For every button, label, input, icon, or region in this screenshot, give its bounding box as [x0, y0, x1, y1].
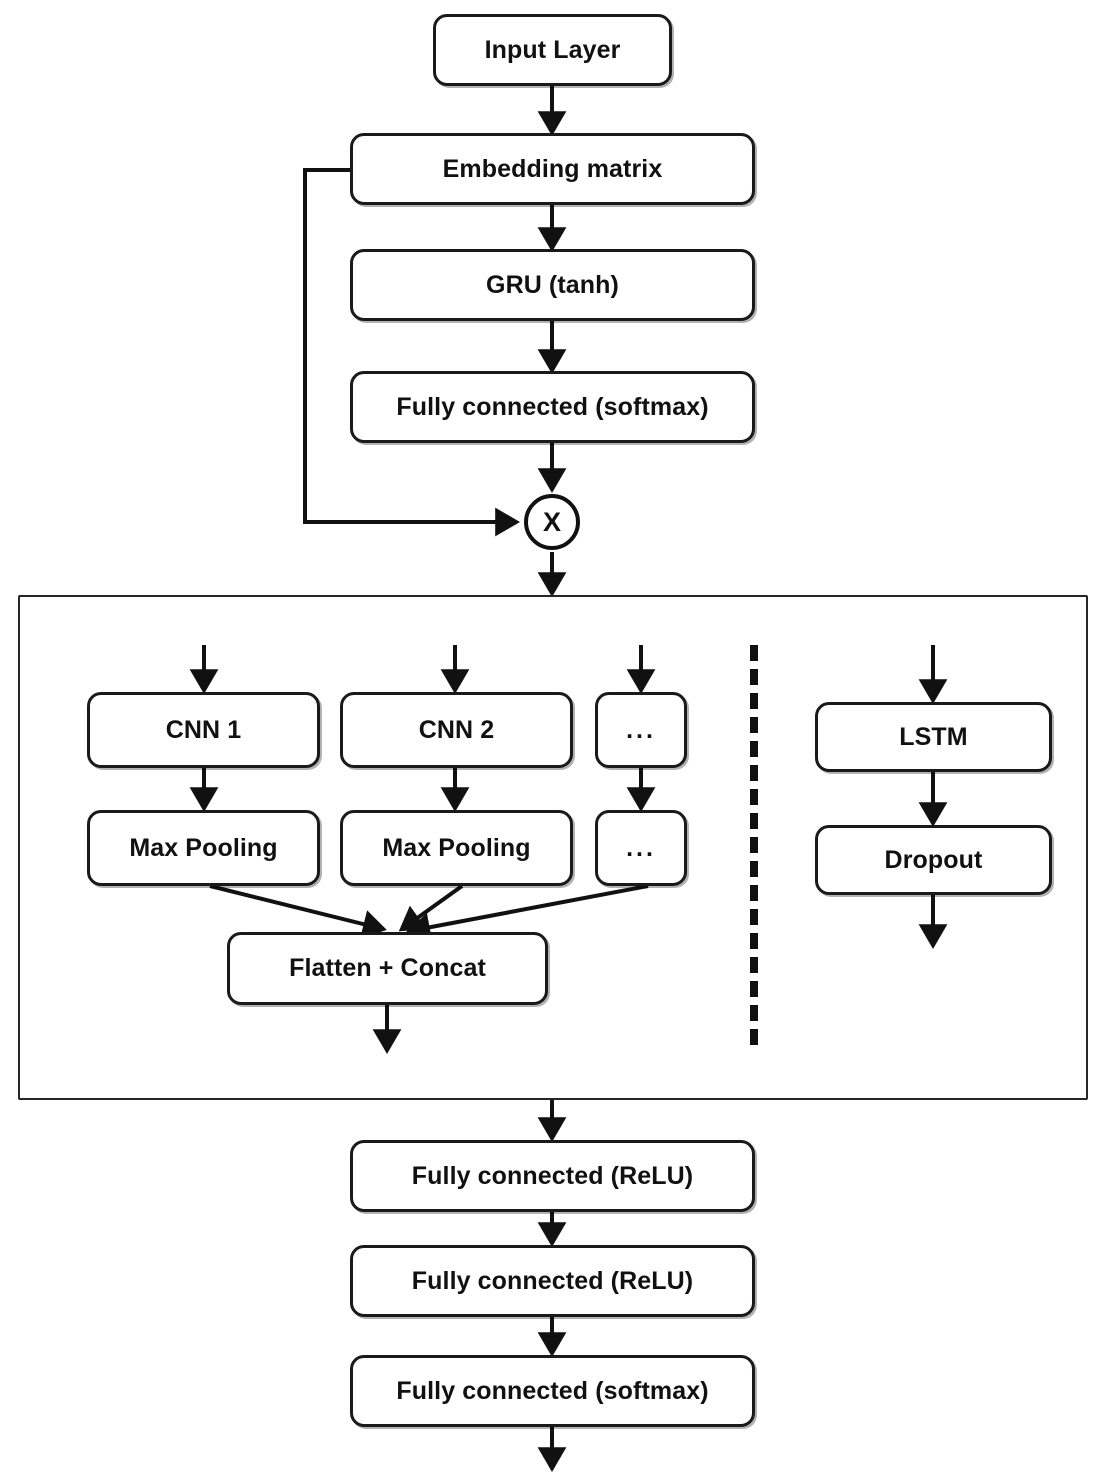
node-input-layer[interactable]: Input Layer: [433, 14, 672, 86]
node-fully-connected-softmax-bottom-label: Fully connected (softmax): [396, 1376, 709, 1405]
node-fully-connected-softmax-top[interactable]: Fully connected (softmax): [350, 371, 755, 443]
node-fully-connected-relu-2[interactable]: Fully connected (ReLU): [350, 1245, 755, 1317]
node-dropout-label: Dropout: [884, 845, 983, 874]
node-lstm-label: LSTM: [899, 722, 968, 751]
node-max-pooling-1[interactable]: Max Pooling: [87, 810, 320, 886]
node-flatten-concat-label: Flatten + Concat: [289, 954, 486, 982]
node-max-pooling-ellipsis-label: ...: [626, 833, 656, 862]
node-cnn-2-label: CNN 2: [418, 715, 495, 744]
node-gru[interactable]: GRU (tanh): [350, 249, 755, 321]
node-lstm[interactable]: LSTM: [815, 702, 1052, 772]
node-max-pooling-2-label: Max Pooling: [382, 833, 531, 862]
node-cnn-1[interactable]: CNN 1: [87, 692, 320, 768]
node-fully-connected-relu-2-label: Fully connected (ReLU): [411, 1266, 694, 1295]
node-flatten-concat[interactable]: Flatten + Concat: [227, 932, 548, 1005]
node-input-layer-label: Input Layer: [484, 35, 621, 64]
node-embedding-matrix-label: Embedding matrix: [442, 154, 663, 183]
node-cnn-2[interactable]: CNN 2: [340, 692, 573, 768]
node-cnn-ellipsis[interactable]: ...: [595, 692, 687, 768]
node-dropout[interactable]: Dropout: [815, 825, 1052, 895]
node-embedding-matrix[interactable]: Embedding matrix: [350, 133, 755, 205]
node-fully-connected-relu-1-label: Fully connected (ReLU): [411, 1161, 694, 1190]
node-fully-connected-relu-1[interactable]: Fully connected (ReLU): [350, 1140, 755, 1212]
branch-separator: [750, 645, 758, 1045]
node-multiply-operator[interactable]: X: [524, 494, 580, 550]
parallel-branch-group: [18, 595, 1088, 1100]
node-max-pooling-1-label: Max Pooling: [129, 833, 278, 862]
node-max-pooling-ellipsis[interactable]: ...: [595, 810, 687, 886]
node-cnn-ellipsis-label: ...: [626, 715, 656, 744]
node-fully-connected-softmax-top-label: Fully connected (softmax): [396, 392, 709, 421]
node-gru-label: GRU (tanh): [486, 270, 619, 299]
node-max-pooling-2[interactable]: Max Pooling: [340, 810, 573, 886]
multiply-symbol: X: [542, 506, 561, 537]
node-fully-connected-softmax-bottom[interactable]: Fully connected (softmax): [350, 1355, 755, 1427]
node-cnn-1-label: CNN 1: [165, 715, 242, 744]
